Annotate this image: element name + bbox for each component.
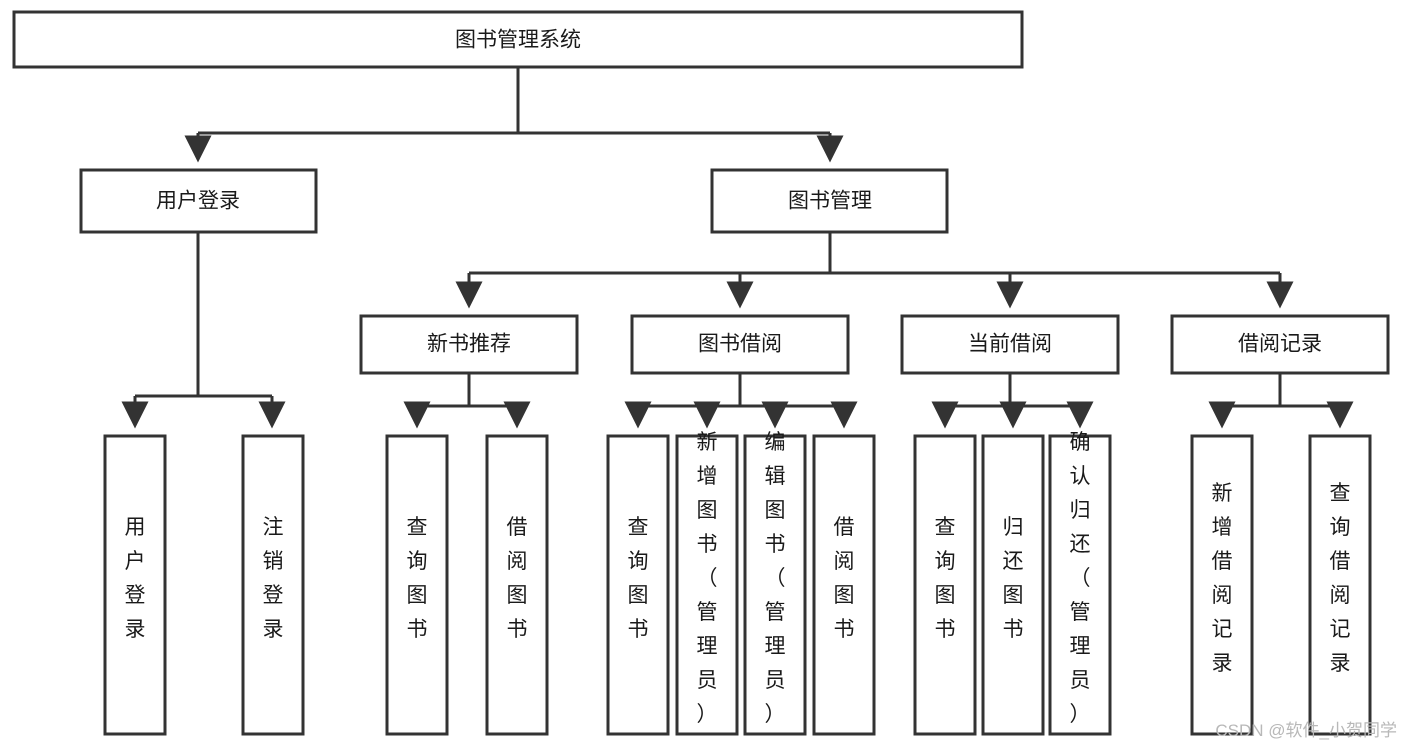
leaf-user-login-label: 用户登录: [125, 516, 146, 641]
node-new-book-recommend-label: 新书推荐: [427, 333, 511, 356]
leaf-query-book-a-label: 查询图书: [407, 516, 428, 641]
node-book-manage-box[interactable]: [710, 168, 949, 234]
leaf-edit-book[interactable]: 编辑图书（管理员）: [743, 431, 807, 736]
node-book-borrow-label: 图书借阅: [698, 333, 782, 356]
node-new-book-recommend-box[interactable]: [359, 314, 579, 375]
leaf-query-book-b[interactable]: 查询图书: [606, 434, 670, 736]
leaf-user-logout-box[interactable]: [241, 434, 305, 736]
leaf-query-book-c-box[interactable]: [913, 434, 977, 736]
leaf-query-book-a-box[interactable]: [385, 434, 449, 736]
leaf-query-record[interactable]: 查询借阅记录: [1308, 434, 1372, 736]
node-root-box[interactable]: [12, 10, 1024, 69]
leaf-edit-book-box[interactable]: [743, 434, 807, 736]
leaf-borrow-book-b-box[interactable]: [812, 434, 876, 736]
node-book-borrow-box[interactable]: [630, 314, 850, 375]
node-current-borrow-box[interactable]: [900, 314, 1120, 375]
node-new-book-recommend[interactable]: 新书推荐: [359, 314, 579, 375]
leaf-confirm-return-box[interactable]: [1048, 434, 1112, 736]
leaf-borrow-book-b-label: 借阅图书: [834, 516, 855, 641]
node-borrow-record[interactable]: 借阅记录: [1170, 314, 1390, 375]
leaf-add-book-box[interactable]: [675, 434, 739, 736]
leaf-confirm-return-label: 确认归还（管理员）: [1070, 431, 1091, 726]
leaf-add-book[interactable]: 新增图书（管理员）: [675, 431, 739, 736]
leaf-borrow-book-a-box[interactable]: [485, 434, 549, 736]
node-current-borrow[interactable]: 当前借阅: [900, 314, 1120, 375]
leaf-edit-book-label: 编辑图书（管理员）: [765, 431, 786, 726]
node-borrow-record-box[interactable]: [1170, 314, 1390, 375]
leaf-query-book-c[interactable]: 查询图书: [913, 434, 977, 736]
node-book-manage-label: 图书管理: [788, 190, 872, 213]
leaf-user-logout[interactable]: 注销登录: [241, 434, 305, 736]
leaf-query-book-b-box[interactable]: [606, 434, 670, 736]
leaf-add-record[interactable]: 新增借阅记录: [1190, 434, 1254, 736]
leaf-return-book-label: 归还图书: [1003, 516, 1024, 641]
leaf-query-book-a[interactable]: 查询图书: [385, 434, 449, 736]
leaf-user-login-box[interactable]: [103, 434, 167, 736]
node-user-login-label: 用户登录: [156, 190, 240, 213]
node-root[interactable]: 图书管理系统: [12, 10, 1024, 69]
leaf-add-record-label: 新增借阅记录: [1212, 482, 1233, 675]
node-current-borrow-label: 当前借阅: [968, 333, 1052, 356]
node-root-label: 图书管理系统: [455, 29, 581, 52]
leaf-add-record-box[interactable]: [1190, 434, 1254, 736]
node-book-borrow[interactable]: 图书借阅: [630, 314, 850, 375]
node-book-manage[interactable]: 图书管理: [710, 168, 949, 234]
leaf-borrow-book-a[interactable]: 借阅图书: [485, 434, 549, 736]
connector-layer: [121, 67, 1354, 429]
leaf-return-book[interactable]: 归还图书: [981, 434, 1045, 736]
leaf-query-book-b-label: 查询图书: [628, 516, 649, 641]
leaf-confirm-return[interactable]: 确认归还（管理员）: [1048, 431, 1112, 736]
node-borrow-record-label: 借阅记录: [1238, 333, 1322, 356]
leaf-query-record-label: 查询借阅记录: [1330, 482, 1351, 675]
leaf-return-book-box[interactable]: [981, 434, 1045, 736]
leaf-borrow-book-b[interactable]: 借阅图书: [812, 434, 876, 736]
leaf-user-login[interactable]: 用户登录: [103, 434, 167, 736]
node-user-login-box[interactable]: [79, 168, 318, 234]
leaf-user-logout-label: 注销登录: [263, 516, 284, 641]
leaf-query-book-c-label: 查询图书: [935, 516, 956, 641]
leaf-query-record-box[interactable]: [1308, 434, 1372, 736]
leaf-add-book-label: 新增图书（管理员）: [697, 431, 718, 726]
leaf-borrow-book-a-label: 借阅图书: [507, 516, 528, 641]
node-layer: 图书管理系统 用户登录 图书管理 新书推荐 图书借阅 当前借阅 借阅记录: [12, 10, 1390, 736]
node-user-login[interactable]: 用户登录: [79, 168, 318, 234]
